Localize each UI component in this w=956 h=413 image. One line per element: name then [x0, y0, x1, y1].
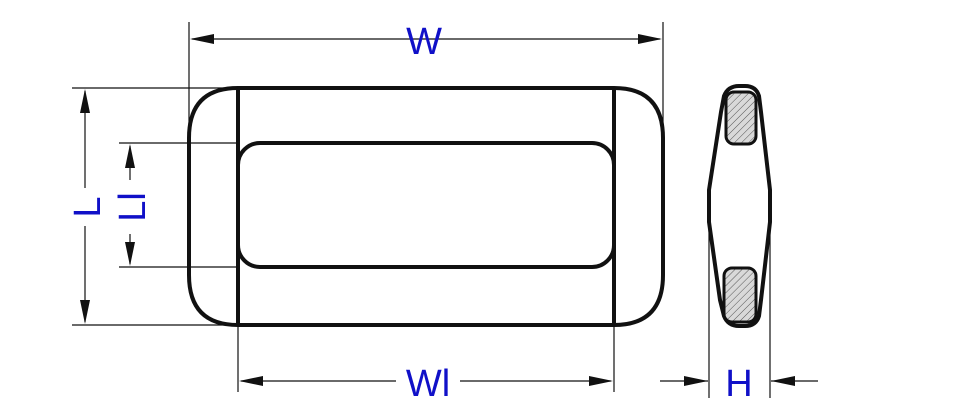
dimension-L: L	[64, 87, 238, 326]
dimension-label-H: H	[725, 363, 752, 405]
dimension-label-L: L	[67, 196, 109, 217]
dimension-label-Ll: Ll	[112, 192, 154, 222]
section-top	[724, 90, 758, 146]
side-profile	[707, 84, 772, 328]
outer-frame	[187, 86, 665, 327]
dimension-label-W: W	[406, 21, 442, 63]
dimension-H: H	[660, 222, 818, 405]
front-view	[187, 86, 665, 327]
side-view	[707, 84, 772, 328]
inner-opening	[236, 141, 616, 269]
section-bottom	[722, 266, 758, 324]
dimension-Wl: Wl	[237, 325, 615, 405]
dimension-W: W	[188, 21, 664, 138]
dimension-Ll: Ll	[110, 142, 238, 268]
dimension-label-Wl: Wl	[406, 363, 450, 405]
